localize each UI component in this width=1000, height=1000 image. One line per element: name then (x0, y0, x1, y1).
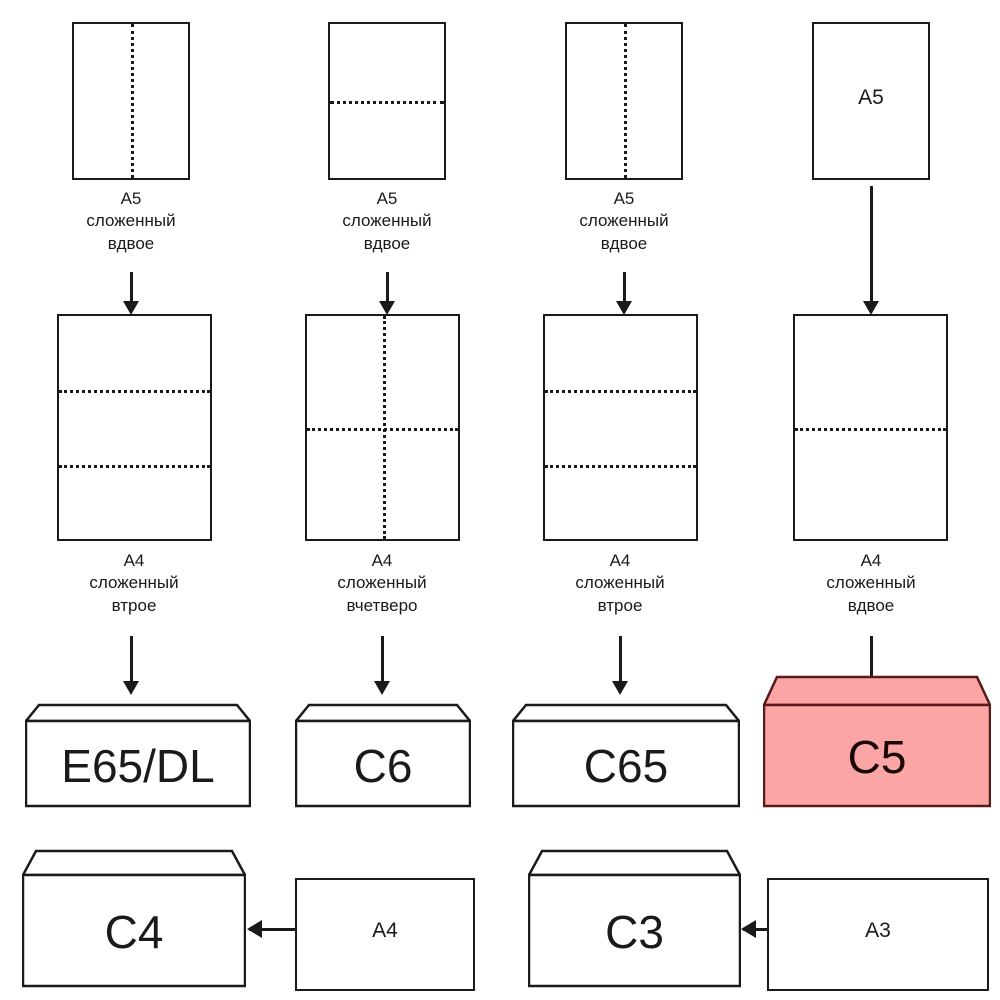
envelope-label: C4 (104, 906, 164, 958)
sheet-label: A3 (865, 919, 891, 942)
envelope-shape (512, 703, 740, 808)
envelope-shape (22, 849, 246, 988)
fold-line-vertical (624, 24, 627, 178)
fold-line-horizontal (330, 101, 444, 104)
envelope-shape (295, 703, 471, 808)
envelope-shape (25, 703, 251, 808)
caption-a5-col3: A5 сложенный вдвое (579, 189, 669, 253)
caption-a4-col3: A4 сложенный втрое (575, 551, 665, 615)
envelope-label: C65 (583, 740, 669, 792)
sheet-a5-col3 (565, 22, 683, 180)
caption-a4-col2: A4 сложенный вчетверо (337, 551, 427, 615)
envelope-c5[interactable]: C5 (763, 675, 991, 808)
sheet-a3-bottom: A3 (767, 878, 989, 991)
sheet-a4-col2 (305, 314, 460, 541)
fold-line-horizontal-lower (545, 464, 696, 468)
caption-a4-col4: A4 сложенный вдвое (826, 551, 916, 615)
sheet-a5-col1 (72, 22, 190, 180)
sheet-label: A4 (372, 919, 398, 942)
envelope-c65[interactable]: C65 (512, 692, 740, 808)
envelope-e65-dl[interactable]: E65/DL (25, 692, 251, 808)
sheet-a4-col1 (57, 314, 212, 541)
caption-a5-col2: A5 сложенный вдвое (342, 189, 432, 253)
sheet-a4-col3 (543, 314, 698, 541)
caption-a4-col1: A4 сложенный втрое (89, 551, 179, 615)
sheet-a4-bottom: A4 (295, 878, 475, 991)
sheet-a5-col4: A5 (812, 22, 930, 180)
envelope-shape-highlighted (763, 675, 991, 808)
envelope-shape (528, 849, 741, 988)
sheet-a5-col2 (328, 22, 446, 180)
fold-line-horizontal (795, 427, 946, 431)
fold-line-horizontal-lower (59, 464, 210, 468)
envelope-c6[interactable]: C6 (295, 692, 471, 808)
envelope-label: C5 (847, 731, 907, 783)
caption-a5-col1: A5 сложенный вдвое (86, 189, 176, 253)
sheet-a5-inner-label: A5 (858, 86, 884, 109)
sheet-a4-col4 (793, 314, 948, 541)
fold-line-horizontal-upper (545, 390, 696, 394)
envelope-c4[interactable]: C4 (22, 848, 246, 988)
envelope-label: C3 (605, 906, 664, 958)
envelope-label: E65/DL (61, 740, 215, 792)
envelope-label: C6 (353, 740, 413, 792)
fold-line-vertical (131, 24, 134, 178)
fold-line-horizontal-upper (59, 390, 210, 394)
fold-line-vertical (382, 316, 386, 539)
envelope-c3[interactable]: C3 (528, 848, 741, 988)
